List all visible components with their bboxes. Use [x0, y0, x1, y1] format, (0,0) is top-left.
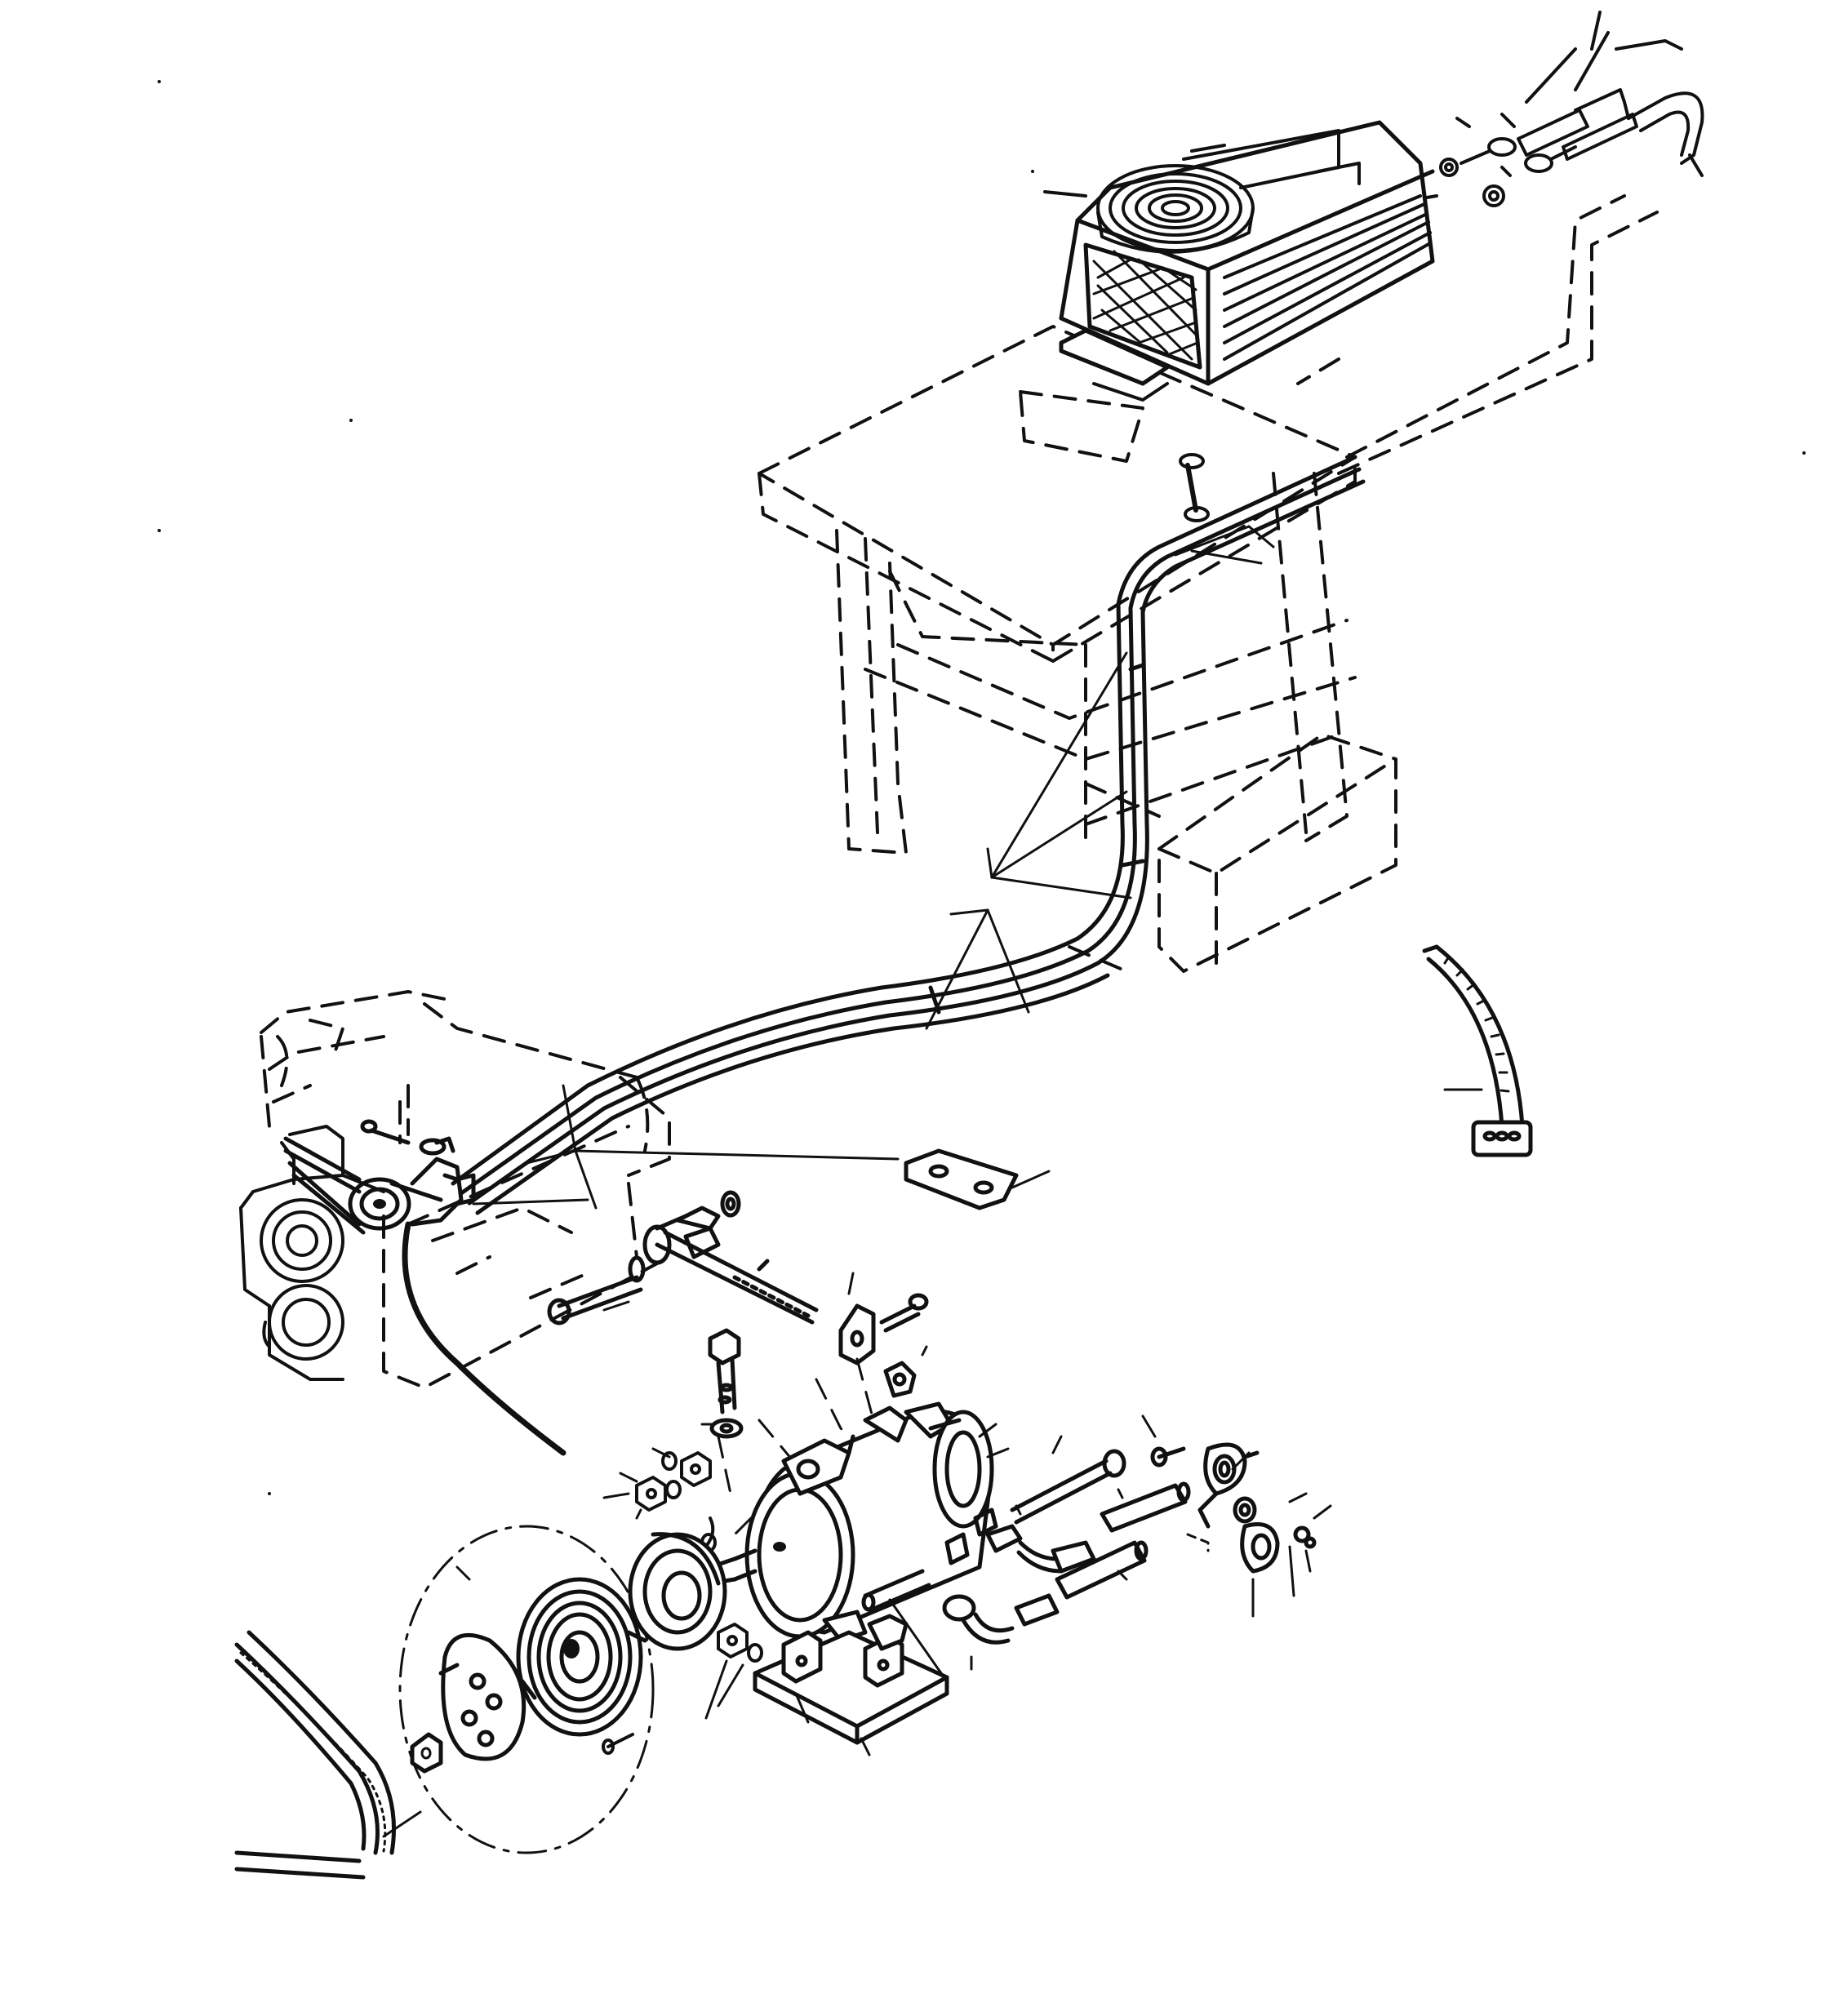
evaporator-unit	[1059, 120, 1435, 522]
compressor-mounting-bracket	[753, 1614, 949, 1756]
clutch-leaders	[455, 1565, 744, 1720]
discharge-fittings-group	[942, 1414, 1332, 1671]
evaporator-fittings	[1043, 11, 1704, 207]
hose-clip-leaders	[525, 525, 1275, 1210]
suction-hose	[861, 1569, 949, 1683]
scan-specks	[158, 80, 1806, 1495]
battery-box-phantom	[1068, 733, 1397, 973]
clutch-assembly-group	[398, 1525, 727, 1854]
vertical-mount-bolt	[700, 1328, 744, 1439]
drive-belt-icon	[234, 1630, 422, 1880]
engine-idler-pulley	[283, 1119, 476, 1235]
cab-platform-phantom	[758, 325, 1357, 855]
return-hose-arc	[402, 1221, 566, 1456]
compressor-body	[708, 1401, 1010, 1643]
compressor-nuts-washers	[602, 1447, 763, 1663]
clutch-hub-plate	[438, 1632, 527, 1761]
engine-block-phantom	[260, 990, 671, 1389]
mounting-plate	[904, 1148, 1051, 1210]
clutch-coil	[628, 1532, 727, 1651]
refrigerant-hose-pair	[451, 455, 1366, 1215]
clutch-pulley-icon	[516, 1577, 647, 1737]
tension-rod-assembly	[472, 1190, 929, 1398]
blower-fan-icon	[1096, 164, 1255, 254]
engine-front-cover	[239, 1125, 385, 1381]
belt-tension-gauge	[1422, 944, 1533, 1157]
